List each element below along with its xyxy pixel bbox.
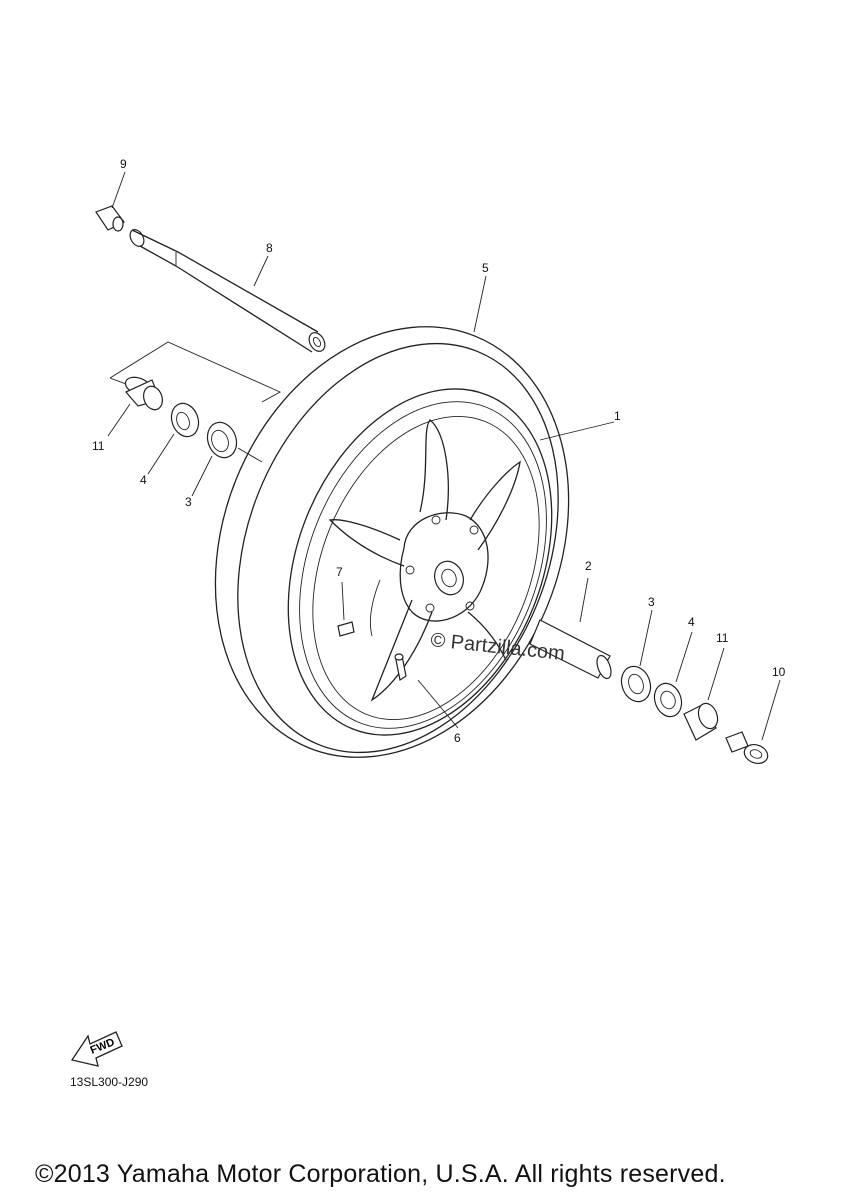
- callout-5: 5: [482, 261, 489, 275]
- callout-3-right: 3: [648, 595, 655, 609]
- callout-1: 1: [614, 409, 621, 423]
- callout-6: 6: [454, 731, 461, 745]
- bearing-part-3-left: [206, 421, 263, 463]
- callout-10: 10: [772, 665, 786, 679]
- oil-seal-part-4-left: [170, 402, 200, 438]
- callout-4-right: 4: [688, 615, 695, 629]
- callout-9: 9: [120, 157, 127, 171]
- fwd-arrow-icon: FWD: [70, 1031, 123, 1067]
- fwd-label: FWD: [89, 1036, 117, 1057]
- callout-3-left: 3: [185, 495, 192, 509]
- tire-valve-part-6: [394, 653, 407, 681]
- collar-part-11-right: [683, 702, 719, 741]
- callout-11-left: 11: [92, 439, 105, 453]
- oil-seal-part-4-right: [653, 682, 683, 718]
- balance-weight-part-7: [337, 621, 355, 637]
- copyright-notice: ©2013 Yamaha Motor Corporation, U.S.A. A…: [35, 1160, 726, 1188]
- front-axle: [129, 229, 326, 353]
- collar-part-9: [95, 205, 125, 232]
- callout-7: 7: [336, 565, 343, 579]
- callout-2: 2: [585, 559, 592, 573]
- callout-8: 8: [266, 241, 273, 255]
- left-side-group-outline: [109, 341, 282, 403]
- callout-11-right: 11: [716, 631, 729, 645]
- diagram-code: 13SL300-J290: [70, 1075, 149, 1089]
- leader-lines: [107, 171, 781, 741]
- callout-4-left: 4: [140, 473, 147, 487]
- front-wheel-assembly: [214, 326, 570, 758]
- collar-part-2: [529, 619, 612, 680]
- collar-part-11-left: [124, 376, 164, 411]
- bearing-part-3-right: [620, 665, 652, 703]
- bolt-part-10: [725, 731, 769, 765]
